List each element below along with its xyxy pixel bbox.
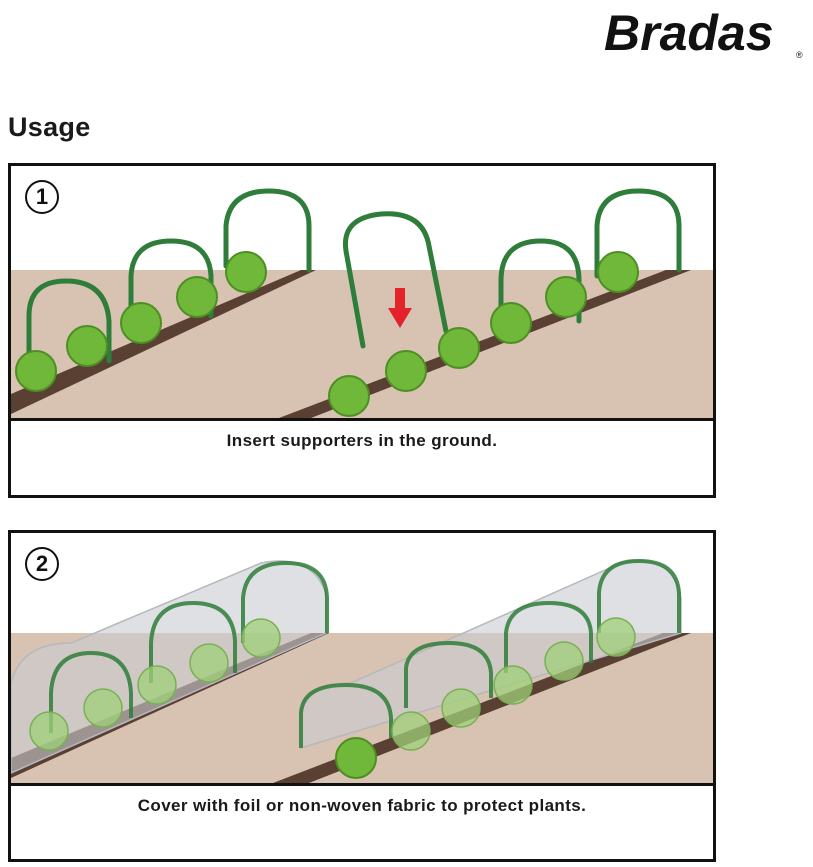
step-1-illustration: 1 bbox=[11, 166, 713, 421]
step-1-caption: Insert supporters in the ground. bbox=[226, 431, 498, 450]
logo-wordmark: Bradas bbox=[604, 5, 774, 61]
registered-mark: ® bbox=[796, 50, 803, 60]
page-title: Usage bbox=[8, 112, 91, 142]
step-1-panel: 1 Insert supporters in the ground. bbox=[8, 163, 716, 498]
step-1-number: 1 bbox=[25, 180, 59, 214]
step-2-caption: Cover with foil or non-woven fabric to p… bbox=[137, 796, 587, 815]
step-2-number: 2 bbox=[25, 547, 59, 581]
bradas-logo: Bradas ® bbox=[600, 2, 810, 64]
step-2-panel: 2 Cover with foil or non-woven fabric to… bbox=[8, 530, 716, 862]
step-2-illustration: 2 bbox=[11, 533, 713, 786]
